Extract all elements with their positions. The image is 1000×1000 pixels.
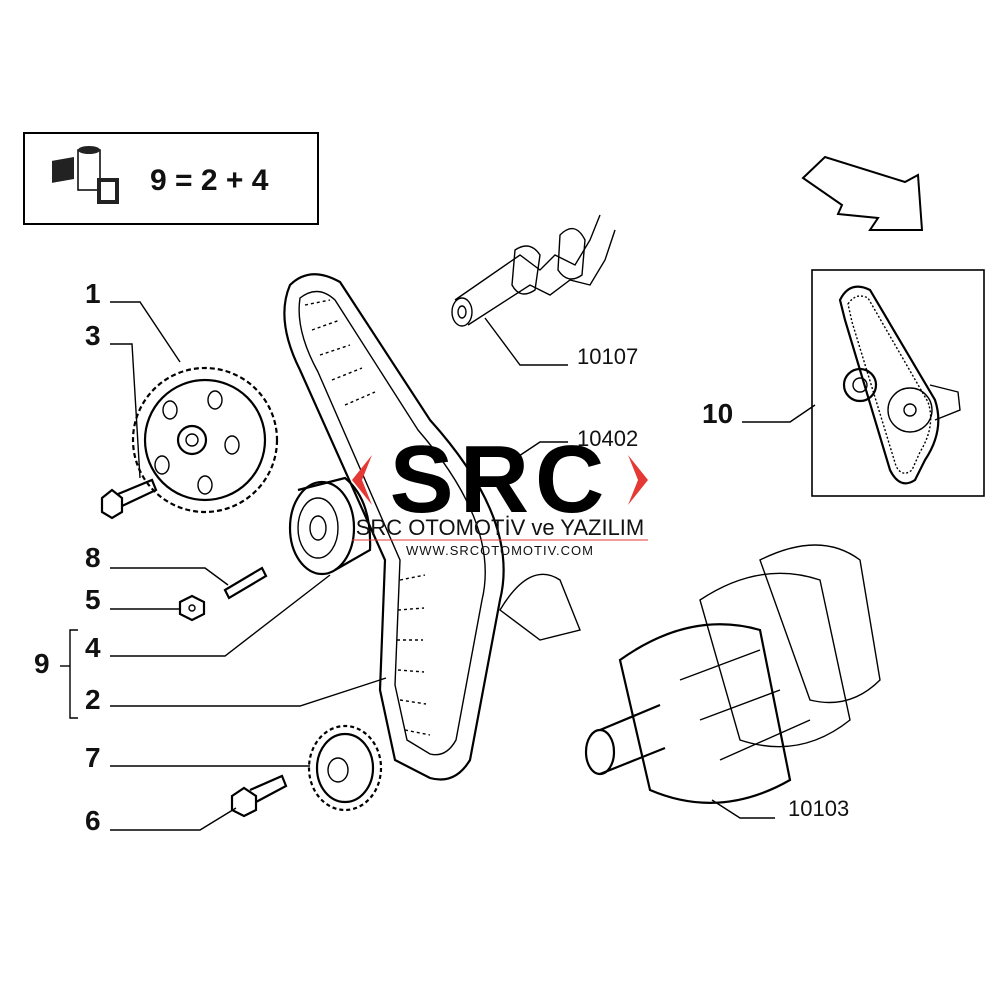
inset-belt-kit-box: [811, 269, 985, 497]
callout-10: 10: [702, 398, 733, 429]
reference-10402: 10402: [577, 426, 638, 451]
crank-pulley-drawing: [307, 724, 383, 812]
kit-formula-text: 9 = 2 + 4: [150, 164, 269, 197]
crankshaft-drawing: [499, 544, 881, 804]
watermark-logo-text: SRC: [390, 426, 611, 533]
view-direction-arrow-icon: [801, 155, 924, 231]
callout-6: 6: [85, 805, 101, 836]
leader-lines: [60, 301, 816, 831]
bolt-drawing: [100, 478, 158, 520]
reference-10103: 10103: [788, 796, 849, 821]
watermark-url: WWW.SRCOTOMOTIV.COM: [406, 543, 594, 558]
watermark-right-chevron-icon: [628, 455, 648, 505]
callout-7: 7: [85, 742, 101, 773]
callout-9: 9: [34, 648, 50, 679]
camshaft-drawing: [451, 214, 616, 327]
callout-1: 1: [85, 278, 101, 309]
kit-boxes-icon: [52, 146, 119, 204]
callout-4: 4: [85, 632, 101, 663]
callout-8: 8: [85, 542, 101, 573]
callout-2: 2: [85, 684, 101, 715]
watermark-logo: SRC SRC OTOMOTİV ve YAZILIM WWW.SRCOTOMO…: [352, 426, 648, 558]
watermark-company: SRC OTOMOTİV ve YAZILIM: [356, 515, 645, 540]
tensioner-drawing: [288, 476, 372, 576]
watermark-left-chevron-icon: [352, 455, 372, 505]
timing-belt-drawing: [283, 273, 505, 781]
callout-3: 3: [85, 320, 101, 351]
crank-bolt-drawing: [230, 774, 288, 818]
stud-drawing: [223, 566, 268, 600]
cam-pulley-drawing: [131, 366, 279, 514]
nut-drawing: [178, 594, 206, 622]
kit-formula-box: 9 = 2 + 4: [23, 132, 319, 225]
reference-10107: 10107: [577, 344, 638, 369]
callout-5: 5: [85, 584, 101, 615]
